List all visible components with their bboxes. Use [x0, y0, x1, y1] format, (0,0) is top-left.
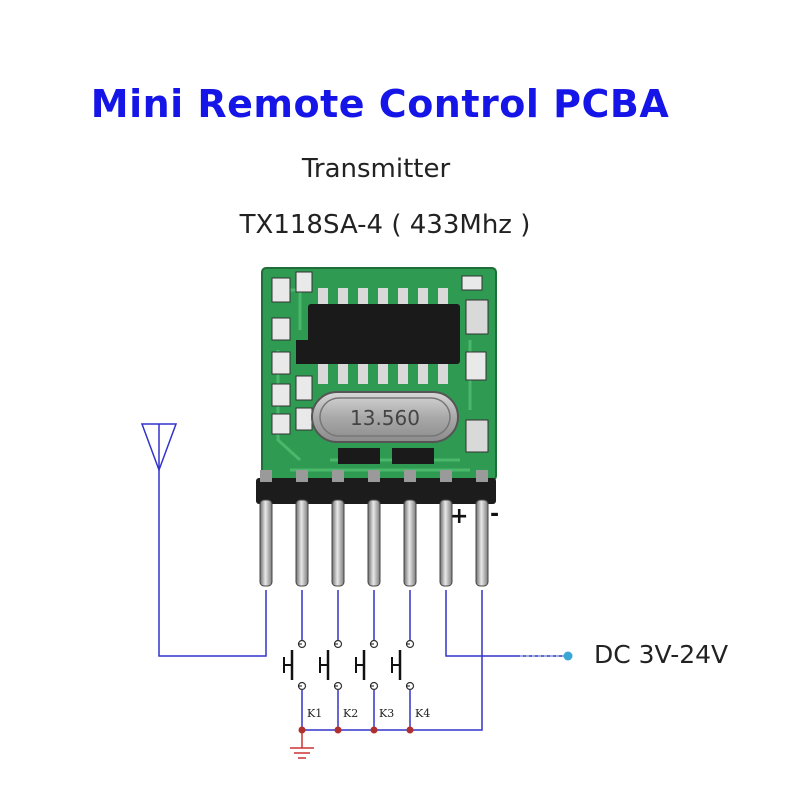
header-pin	[331, 470, 345, 587]
junction-dot	[406, 726, 414, 734]
header-pin	[367, 470, 381, 587]
junction-dot	[298, 726, 306, 734]
crystal-marking: 13.560	[350, 406, 420, 430]
ic-legs-bottom	[318, 360, 448, 384]
power-minus-wire	[302, 590, 483, 731]
push-button-switch	[319, 639, 343, 691]
subtitle: Transmitter	[301, 154, 451, 184]
ic-legs-top	[318, 288, 448, 310]
crystal-oscillator: 13.560	[311, 391, 459, 443]
push-button-switch	[391, 639, 415, 691]
power-terminal	[520, 651, 573, 661]
wiring	[140, 423, 566, 748]
push-button-switch	[355, 639, 379, 691]
header-pin	[295, 470, 309, 587]
pin-minus-label: -	[490, 502, 500, 527]
header-pins	[259, 470, 489, 587]
junction-dots	[298, 726, 414, 734]
antenna-wire	[158, 424, 267, 657]
key-label-k4: K4	[415, 707, 431, 720]
header-pin	[259, 470, 273, 587]
key-switches	[283, 639, 415, 691]
pin-header	[256, 478, 496, 504]
key-label-k1: K1	[307, 707, 323, 720]
junction-dot	[334, 726, 342, 734]
push-button-switch	[283, 639, 307, 691]
header-pin	[475, 470, 489, 587]
smd-components	[271, 271, 489, 464]
ground-symbol	[290, 747, 314, 759]
model-number: TX118SA-4 ( 433Mhz )	[239, 210, 531, 240]
ic-chip	[308, 288, 460, 384]
pcb-board: 13.560	[261, 267, 497, 481]
key-label-k2: K2	[343, 707, 359, 720]
header-pin	[403, 470, 417, 587]
power-label: DC 3V-24V	[594, 640, 729, 669]
key-label-k3: K3	[379, 707, 395, 720]
power-plus-wire	[445, 590, 566, 657]
pin-plus-label: +	[450, 504, 469, 529]
page-title: Mini Remote Control PCBA	[90, 82, 670, 126]
junction-dot	[370, 726, 378, 734]
header-pin	[439, 470, 453, 587]
